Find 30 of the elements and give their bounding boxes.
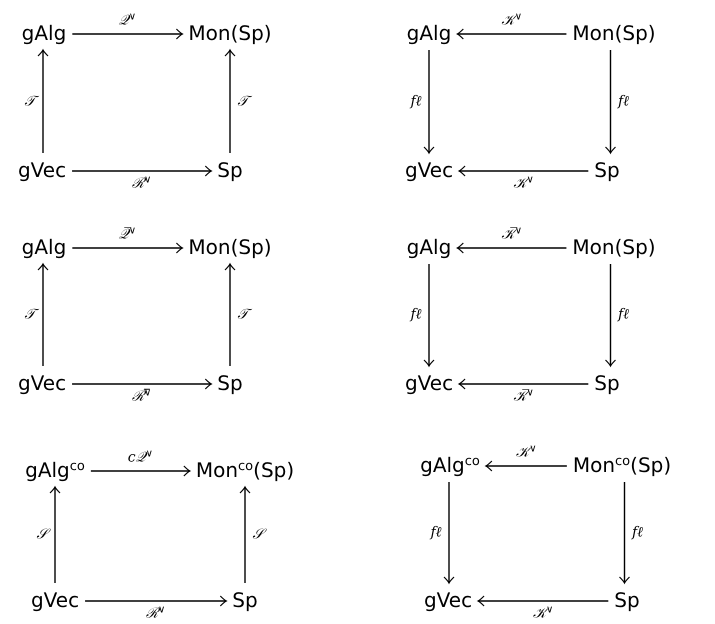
- object-label: gAlg$^{co}$: [420, 454, 480, 476]
- object-label: Sp: [594, 372, 620, 394]
- object-label: gAlg: [406, 236, 452, 258]
- object-label: Sp: [614, 589, 640, 611]
- object-label: Mon$^{co}$(Sp): [572, 454, 672, 476]
- object-label: gAlg: [406, 22, 452, 44]
- edge-label: 𝑓ℓ: [617, 94, 630, 110]
- edge-label: 𝑓ℓ: [631, 524, 644, 540]
- object-label: Sp: [594, 159, 620, 181]
- object-label: Mon(Sp): [188, 236, 272, 258]
- object-label: gVec: [18, 159, 66, 181]
- edge-label: 𝑓ℓ: [410, 307, 422, 323]
- object-label: gVec: [404, 372, 454, 394]
- object-label: gAlg: [22, 236, 66, 258]
- object-label: Mon(Sp): [188, 22, 272, 44]
- edge-label: 𝑓ℓ: [430, 524, 442, 540]
- object-label: Sp: [217, 159, 243, 181]
- object-label: Sp: [232, 589, 258, 611]
- object-label: gVec: [424, 589, 472, 611]
- object-label: gAlg: [22, 22, 66, 44]
- object-label: gVec: [18, 372, 66, 394]
- object-label: gVec: [30, 589, 80, 611]
- object-label: Mon(Sp): [572, 236, 656, 258]
- object-label: Mon(Sp): [572, 22, 656, 44]
- edge-label: 𝑓ℓ: [617, 307, 630, 323]
- edge-label: 𝑓ℓ: [410, 94, 422, 110]
- object-label: gVec: [404, 159, 454, 181]
- object-label: Mon$^{co}$(Sp): [196, 459, 294, 481]
- object-label: Sp: [217, 372, 243, 394]
- object-label: gAlg$^{co}$: [25, 459, 85, 481]
